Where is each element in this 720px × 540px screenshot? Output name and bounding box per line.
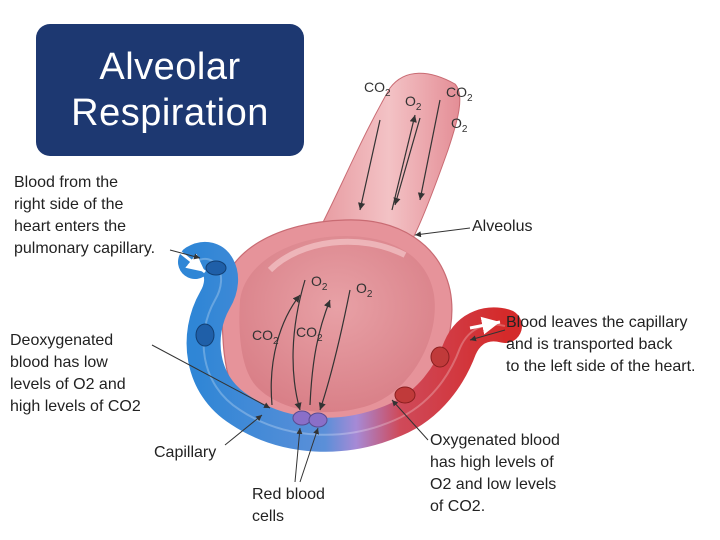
red-blood-cell [206, 261, 226, 275]
label-blood-leaves: Blood leaves the capillary and is transp… [506, 312, 695, 378]
label-blood-from-heart: Blood from the right side of the heart e… [14, 172, 155, 260]
red-blood-cell [395, 387, 415, 403]
gas-co2-top-1: CO2 [364, 79, 391, 99]
red-blood-cell [293, 411, 311, 425]
label-oxygenated: Oxygenated blood has high levels of O2 a… [430, 430, 560, 518]
label-alveolus: Alveolus [472, 216, 532, 238]
label-red-blood-cells: Red blood cells [252, 484, 325, 528]
label-capillary: Capillary [154, 442, 216, 464]
red-blood-cell [309, 413, 327, 427]
red-blood-cell [431, 347, 449, 367]
red-blood-cell [196, 324, 214, 346]
label-deoxygenated: Deoxygenated blood has low levels of O2 … [10, 330, 141, 418]
